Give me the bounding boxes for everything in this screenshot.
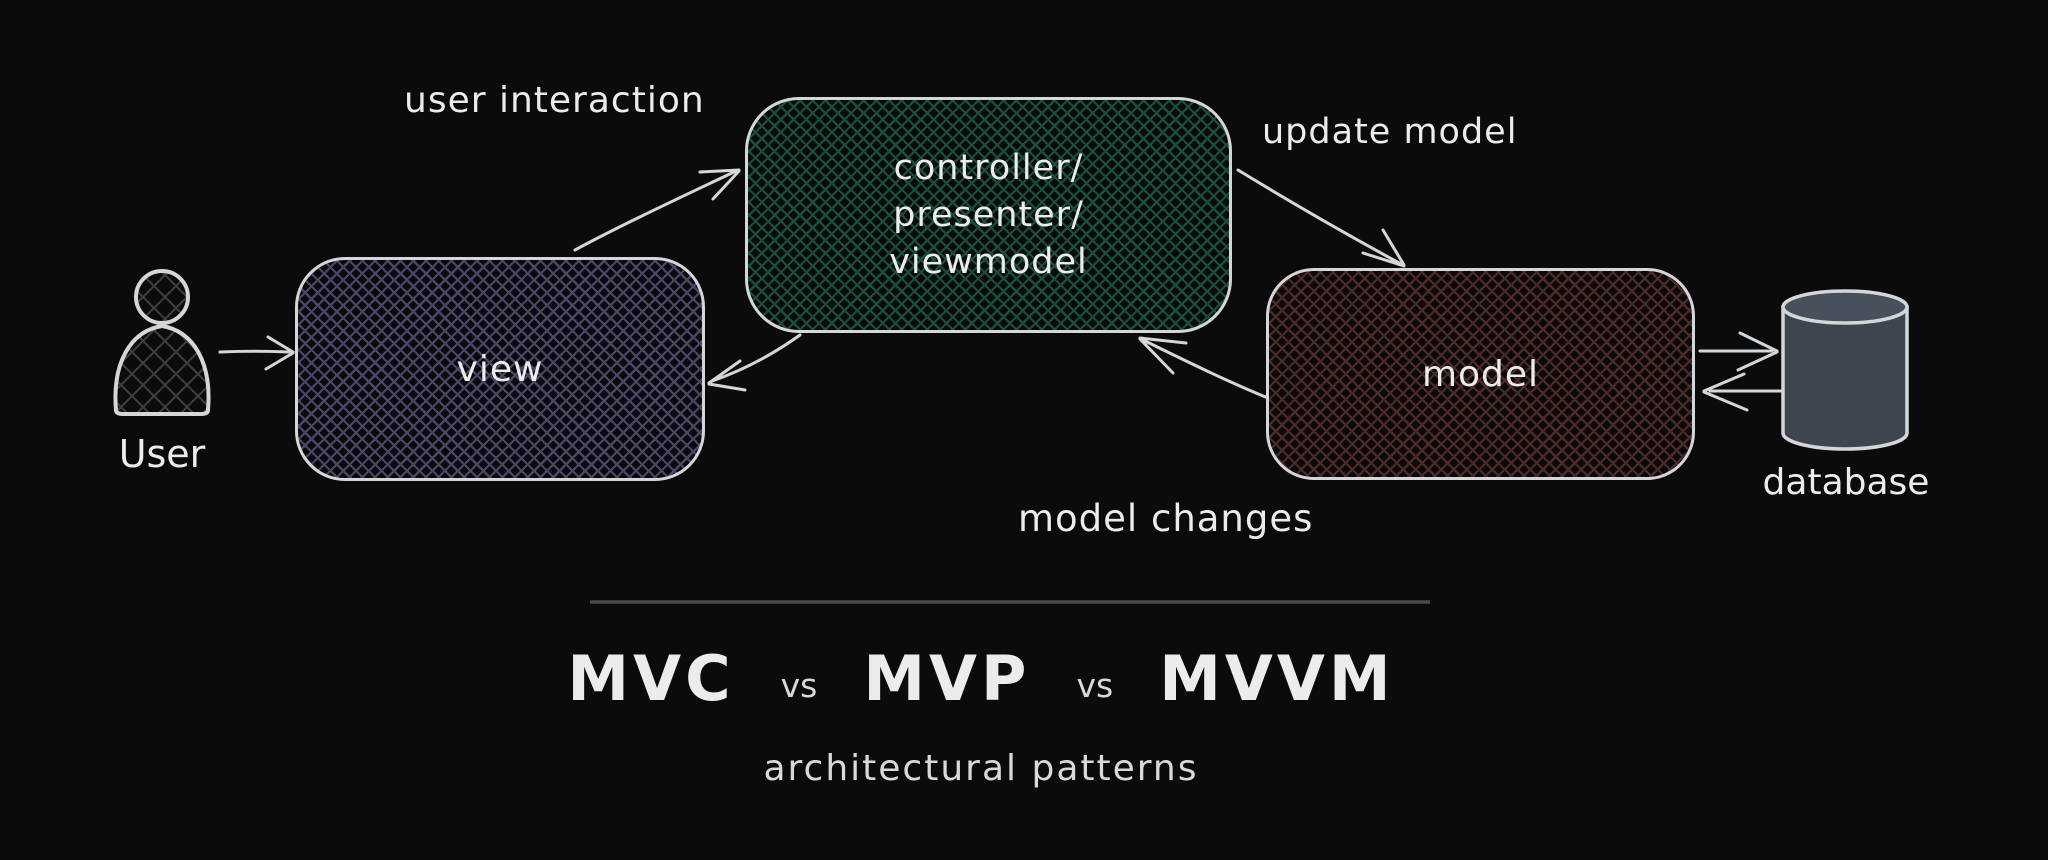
arrow-database-to-model: [1702, 372, 1784, 412]
arrow-model-to-controller: [1138, 336, 1270, 400]
model-node: model: [1266, 268, 1695, 480]
edge-label-user-interaction: user interaction: [404, 80, 705, 121]
footer-subtitle: architectural patterns: [763, 748, 1199, 789]
controller-node-line-2: presenter/: [893, 194, 1084, 235]
footer-vs-2: vs: [1076, 666, 1114, 705]
edge-label-model-changes: model changes: [1018, 497, 1314, 540]
controller-node-line-3: viewmodel: [889, 241, 1088, 282]
footer-title: MVC vs MVP vs MVVM: [531, 642, 1431, 715]
arrow-view-to-controller: [573, 168, 741, 252]
arrow-controller-to-view: [707, 333, 802, 392]
footer-title-mvp: MVP: [863, 642, 1031, 715]
model-node-label: model: [1421, 353, 1540, 395]
view-node-label: view: [456, 348, 544, 390]
controller-node: controller/ presenter/ viewmodel: [745, 97, 1232, 333]
footer-vs-1: vs: [780, 666, 818, 705]
footer-title-mvvm: MVVM: [1159, 642, 1395, 715]
arrow-user-to-view: [218, 335, 295, 371]
database-icon: [1781, 289, 1909, 451]
controller-node-line-1: controller/: [893, 147, 1084, 188]
view-node: view: [295, 257, 705, 481]
edge-label-update-model: update model: [1262, 112, 1518, 152]
user-label: User: [118, 432, 206, 476]
footer-title-mvc: MVC: [567, 642, 735, 715]
arrow-model-to-database: [1698, 331, 1779, 372]
database-label: database: [1762, 462, 1930, 503]
arrow-controller-to-model: [1236, 168, 1406, 268]
user-icon: [113, 269, 211, 416]
